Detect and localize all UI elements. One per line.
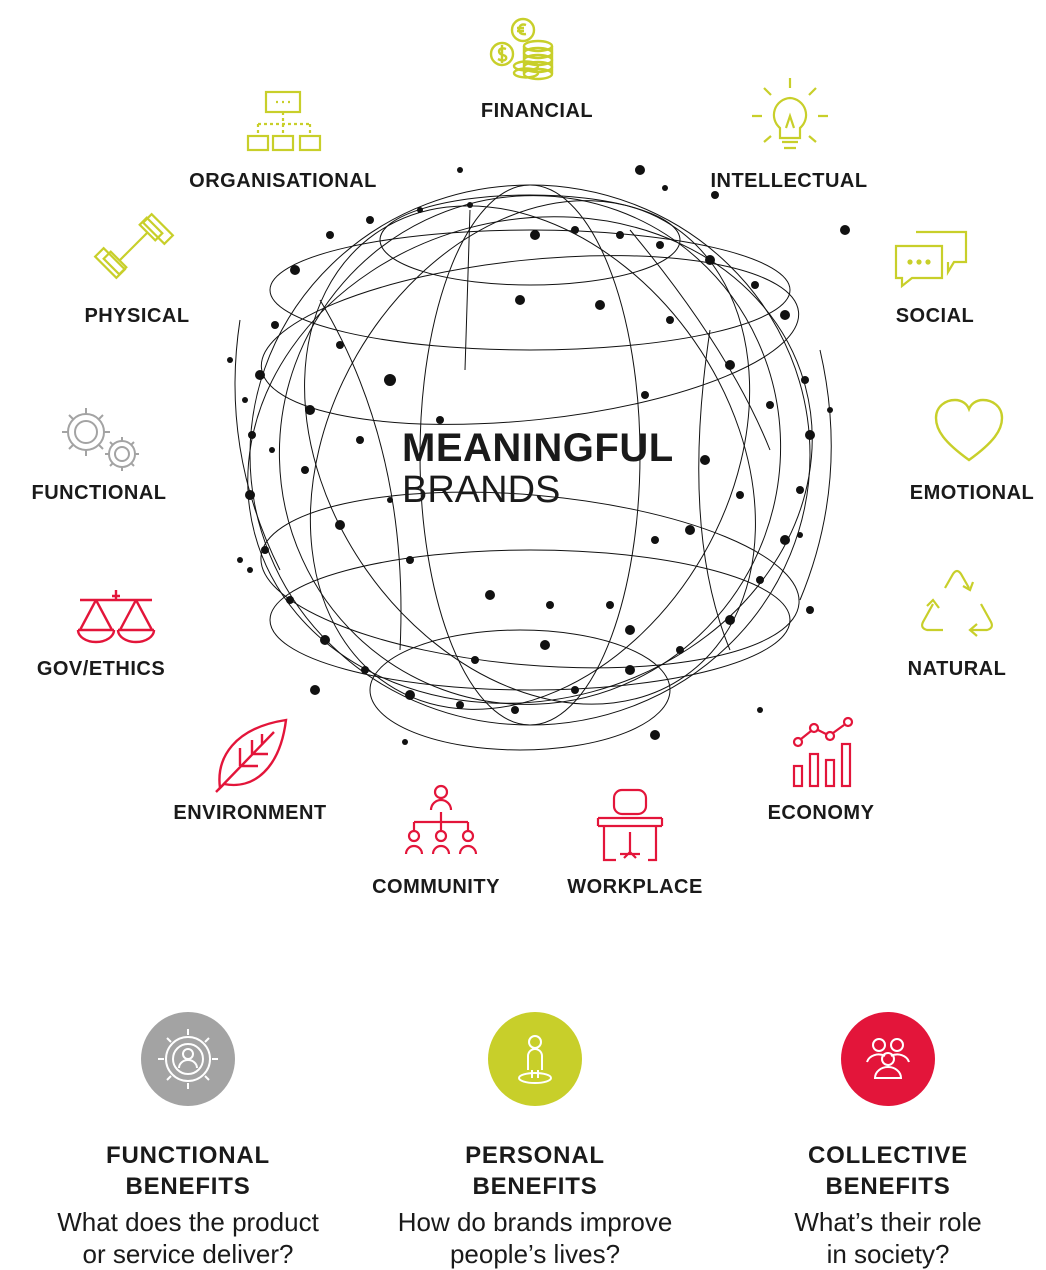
center-title: MEANINGFUL [402, 426, 674, 470]
label-community: COMMUNITY [372, 876, 500, 898]
group-icon [841, 1012, 935, 1106]
label-environment: ENVIRONMENT [173, 802, 327, 824]
benefit-functional: FUNCTIONAL BENEFITS What does the produc… [23, 1012, 353, 1270]
benefit-description: What does the product or service deliver… [57, 1207, 319, 1269]
dumbbell-icon [93, 208, 175, 284]
label-functional: FUNCTIONAL [31, 482, 167, 504]
label-natural: NATURAL [907, 658, 1007, 680]
label-physical: PHYSICAL [84, 305, 190, 327]
benefit-title: FUNCTIONAL BENEFITS [106, 1142, 270, 1200]
coins-icon [488, 16, 568, 96]
benefit-description: How do brands improve people’s lives? [397, 1207, 673, 1269]
person-pin-icon [488, 1012, 582, 1106]
label-emotional: EMOTIONAL [909, 482, 1035, 504]
label-financial: FINANCIAL [480, 100, 594, 122]
label-economy: ECONOMY [767, 802, 875, 824]
lightbulb-icon [752, 76, 828, 152]
benefit-description: What’s their role in society? [794, 1207, 982, 1269]
heart-icon [934, 398, 1004, 464]
recycle-icon [919, 568, 995, 644]
benefit-title: PERSONAL BENEFITS [465, 1142, 605, 1200]
scales-icon [76, 588, 156, 644]
label-social: SOCIAL [895, 305, 975, 327]
label-workplace: WORKPLACE [567, 876, 703, 898]
label-intellectual: INTELLECTUAL [710, 170, 868, 192]
gear-person-icon [141, 1012, 235, 1106]
org-chart-icon [246, 90, 322, 156]
center-subtitle: BRANDS [402, 469, 561, 511]
bar-chart-icon [792, 716, 856, 788]
label-gov-ethics: GOV/ETHICS [36, 658, 166, 680]
benefit-collective: COLLECTIVE BENEFITS What’s their role in… [723, 1012, 1046, 1270]
desk-chair-icon [594, 788, 666, 862]
gears-icon [58, 404, 142, 472]
label-organisational: ORGANISATIONAL [189, 170, 377, 192]
network-globe [227, 165, 850, 751]
benefit-personal: PERSONAL BENEFITS How do brands improve … [370, 1012, 700, 1270]
chat-bubbles-icon [894, 230, 970, 289]
benefit-title: COLLECTIVE BENEFITS [807, 1142, 968, 1200]
hierarchy-people-icon [404, 784, 478, 858]
leaf-icon [214, 718, 288, 793]
